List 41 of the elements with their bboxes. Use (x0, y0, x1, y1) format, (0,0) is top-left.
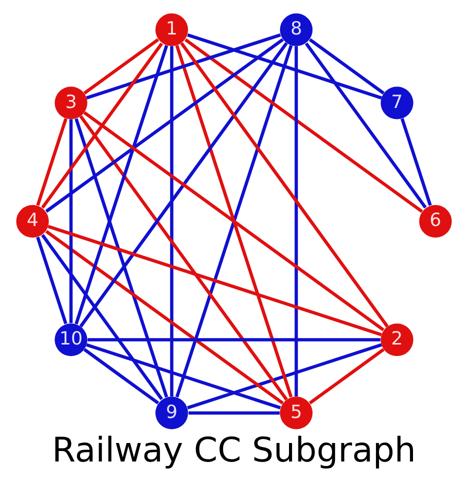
connector (41, 42, 164, 209)
connector (170, 46, 174, 396)
connector (175, 44, 293, 398)
connector (86, 33, 281, 100)
node-circle: 4 (16, 205, 49, 238)
connector (45, 230, 284, 405)
node-circle: 2 (380, 323, 414, 356)
connector (180, 42, 389, 328)
connector (294, 46, 298, 396)
connector (83, 348, 160, 404)
node-circle: 9 (155, 396, 188, 430)
connector (36, 118, 68, 206)
node-circle: 6 (419, 205, 452, 238)
connector (69, 119, 73, 324)
caption: Railway CC Subgraph (52, 432, 416, 471)
connector (308, 38, 385, 95)
connector (74, 118, 168, 398)
connector (400, 118, 432, 206)
connector (48, 224, 382, 336)
connector (187, 33, 382, 100)
connector (308, 348, 385, 404)
connector (86, 343, 281, 410)
connector (83, 38, 160, 95)
connector (187, 343, 382, 410)
node-circle: 10 (54, 323, 88, 356)
node-circle: 7 (380, 86, 414, 120)
node-circle: 8 (280, 13, 313, 46)
node-circle: 3 (54, 86, 88, 120)
connector (79, 42, 288, 328)
connector (184, 38, 423, 213)
connector (88, 338, 380, 342)
connector (304, 42, 427, 209)
connector (45, 38, 284, 213)
connector (188, 411, 280, 415)
connector (83, 111, 384, 332)
connector (74, 45, 168, 324)
connector (41, 234, 164, 400)
connector (79, 115, 288, 401)
node-circle: 1 (155, 13, 188, 46)
connector (36, 236, 68, 324)
node-circle: 5 (280, 396, 313, 430)
